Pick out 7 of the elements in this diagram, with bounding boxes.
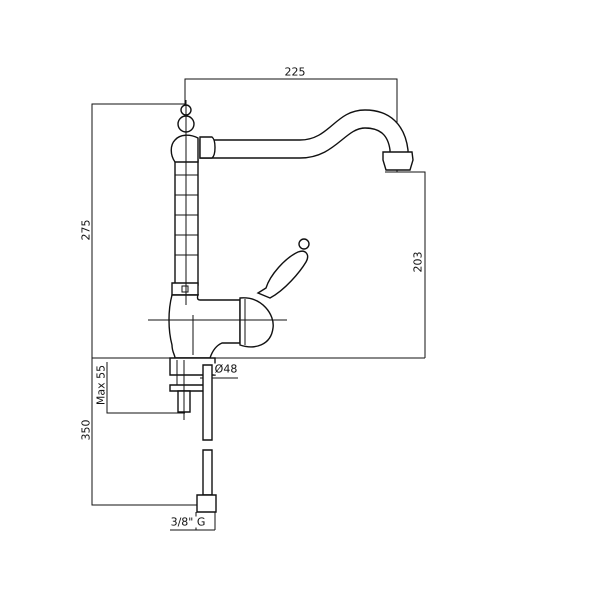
dimension-label: Ø48 xyxy=(214,364,238,374)
dimension-label: 3/8" G xyxy=(170,516,206,528)
dimension-label: 275 xyxy=(80,218,92,242)
dimension-label: 225 xyxy=(284,66,306,78)
dimension-label: 203 xyxy=(412,250,424,274)
dimension-label: 350 xyxy=(80,418,92,442)
dimension-label: Max 55 xyxy=(96,364,106,406)
